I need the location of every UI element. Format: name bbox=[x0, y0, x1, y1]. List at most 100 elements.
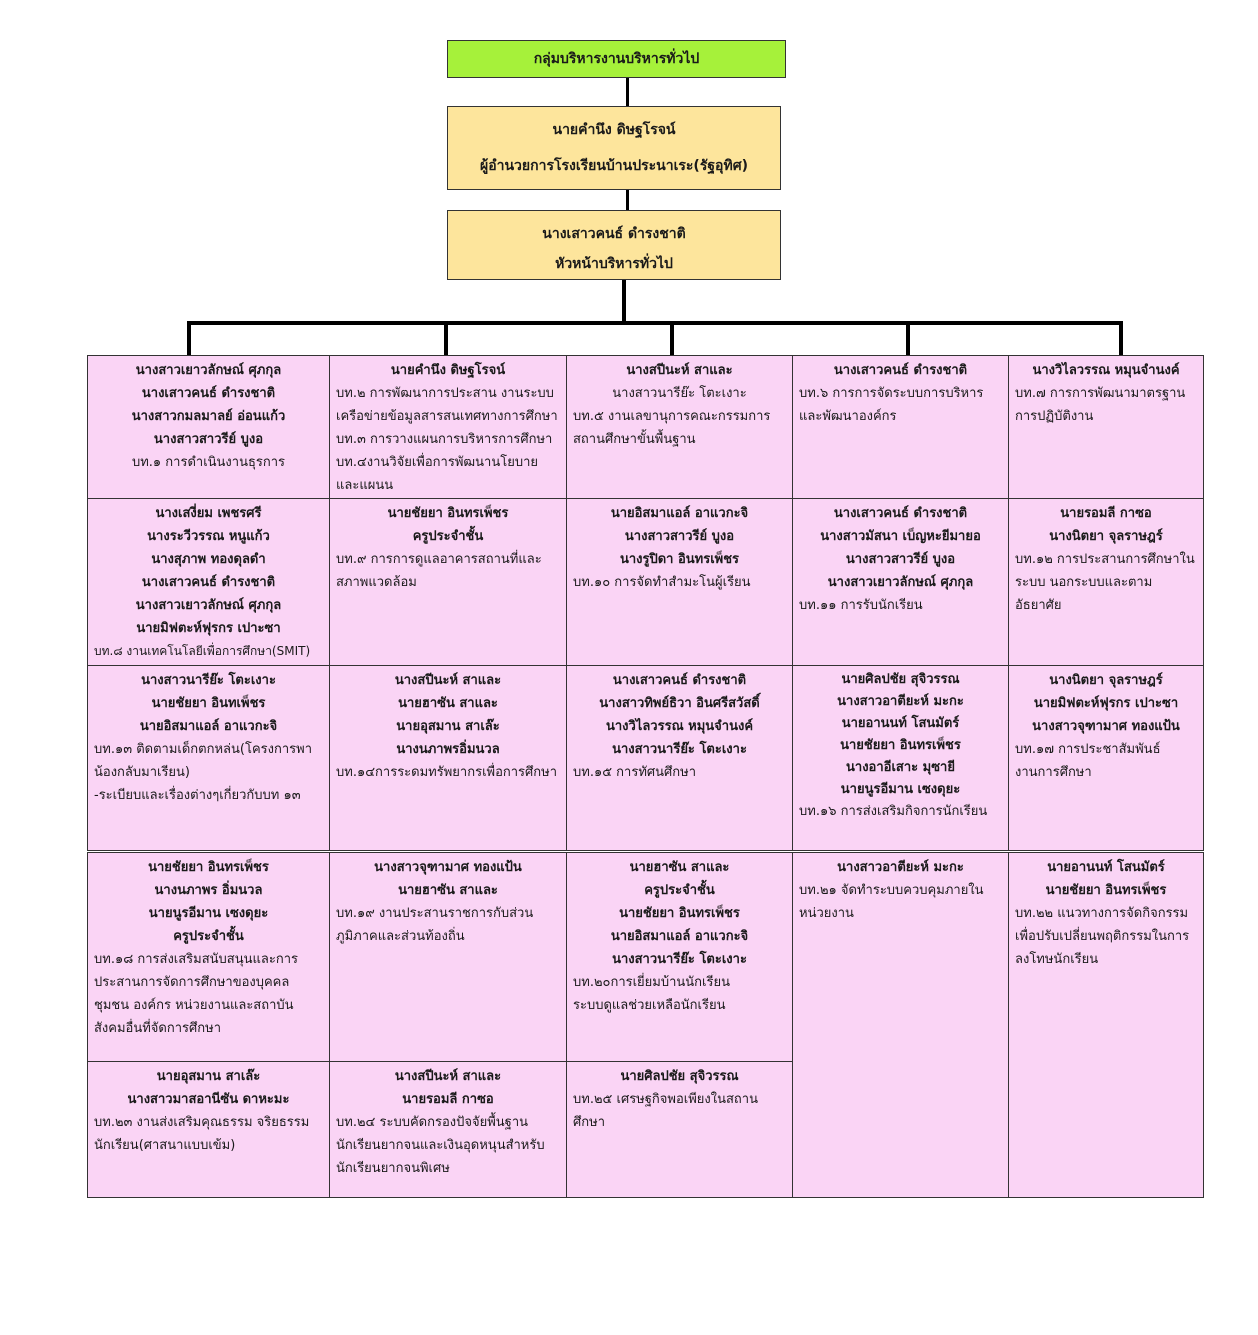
task-text: บท.๑๙ งานประสานราชการกับส่วนภูมิภาคและส่… bbox=[336, 906, 534, 944]
staff-name: นางสาวมาสอานีซัน ดาหะมะ bbox=[127, 1092, 290, 1107]
duty-cell: นายอุสมาน สาเล๊ะ นางสาวมาสอานีซัน ดาหะมะ… bbox=[87, 1061, 330, 1198]
staff-name: นางนภาพรอิ่มนวล bbox=[396, 742, 500, 757]
staff-name: นางนิตยา จุลราษฎร์ bbox=[1049, 673, 1163, 688]
staff-name: นายชัยยา อินทรเพ็ชร bbox=[148, 860, 269, 875]
task-text: บท.๑๐ การจัดทำสำมะโนผู้เรียน bbox=[573, 575, 751, 590]
staff-name: นายชัยยา อินทเพ็ชร bbox=[151, 696, 266, 711]
duty-cell: นางสปีนะห์ สาและ นายฮาซัน สาและ นายอุสมา… bbox=[329, 665, 567, 851]
staff-name: นายฮาซัน สาและ bbox=[398, 883, 498, 898]
staff-name: นางรูปิดา อินทรเพ็ชร bbox=[619, 552, 740, 567]
staff-name: ครูประจำชั้น bbox=[173, 929, 244, 944]
staff-name: นางสาวเยาวลักษณ์ ศุภกุล bbox=[827, 575, 974, 590]
staff-name: นางสาวนารีย๊ะ โตะเงาะ bbox=[612, 386, 747, 401]
task-text: บท.๗ การการพัฒนามาตรฐานการปฏิบัติงาน bbox=[1015, 386, 1186, 424]
duty-cell: นายคำนึง ดิษฐโรจน์ บท.๒ การพัฒนาการประสา… bbox=[329, 355, 567, 499]
staff-name: นางสปีนะห์ สาและ bbox=[394, 1069, 502, 1084]
duty-cell: นายรอมลี กาซอ นางนิตยา จุลราษฎร์ บท.๑๒ ก… bbox=[1008, 498, 1204, 666]
staff-name: นางสุภาพ ทองดุลดำ bbox=[151, 552, 266, 567]
staff-name: ครูประจำชั้น bbox=[644, 883, 715, 898]
branch-drop bbox=[444, 321, 448, 356]
task-text: บท.๑๔การระดมทรัพยากรเพื่อการศึกษา bbox=[336, 765, 558, 780]
task-text: บท.๑ การดำเนินงานธุรการ bbox=[131, 455, 286, 470]
duty-cell: นางสาวอาตียะห์ มะกะ บท.๒๑ จัดทำระบบควบคุ… bbox=[792, 852, 1009, 1198]
duty-cell: นางสปีนะห์ สาและ นายรอมลี กาซอ บท.๒๔ ระบ… bbox=[329, 1061, 567, 1198]
task-text: บท.๒๓ งานส่งเสริมคุณธรรม จริยธรรมนักเรีย… bbox=[94, 1115, 310, 1153]
staff-name: นางสาวจุฑามาศ ทองแป้น bbox=[1032, 719, 1180, 734]
staff-name: นายฮาซัน สาและ bbox=[629, 860, 730, 875]
connector-line bbox=[622, 280, 626, 322]
head-box: นางเสาวคนธ์ ดำรงชาติ หัวหน้าบริหารทั่วไป bbox=[447, 210, 781, 280]
duty-cell: นายศิลปชัย สุจิวรรณ นางสาวอาตียะห์ มะกะ … bbox=[792, 665, 1009, 851]
staff-name: นางเสาวคนธ์ ดำรงชาติ bbox=[833, 506, 968, 521]
duty-cell: นางวิไลวรรณ หมุนจำนงค์ บท.๗ การการพัฒนาม… bbox=[1008, 355, 1204, 499]
duty-cell: นายอานนท์ โสนมัตร์ นายชัยยา อินทรเพ็ชร บ… bbox=[1008, 852, 1204, 1198]
staff-name: นายมิฟตะห์ฟุรกร เปาะซา bbox=[136, 621, 281, 636]
staff-name: นางนภาพร อิ่มนวล bbox=[154, 883, 263, 898]
task-text: บท.๔งานวิจัยเพื่อการพัฒนานโยบายและแผนน bbox=[336, 455, 538, 493]
duty-cell: นายศิลปชัย สุจิวรรณ บท.๒๕ เศรษฐกิจพอเพีย… bbox=[566, 1061, 793, 1198]
staff-name: นายอิสมาแอล์ อาแวกะจิ bbox=[610, 929, 749, 944]
department-title: กลุ่มบริหารงานบริหารทั่วไป bbox=[533, 51, 700, 67]
staff-name: นางสาวนารีย๊ะ โตะเงาะ bbox=[612, 952, 747, 967]
staff-name: นางสปีนะห์ สาและ bbox=[626, 363, 733, 378]
task-text: บท.๖ การการจัดระบบการบริหารและพัฒนาองค์ก… bbox=[799, 386, 984, 424]
duty-cell: นางสาวนารีย๊ะ โตะเงาะ นายชัยยา อินทเพ็ชร… bbox=[87, 665, 330, 851]
staff-name: นายชัยยา อินทรเพ็ชร bbox=[619, 906, 740, 921]
staff-name: นายอุสมาน สาเล๊ะ bbox=[396, 719, 500, 734]
staff-name: นางสาวนารีย๊ะ โตะเงาะ bbox=[612, 742, 747, 757]
task-text: บท.๕ งานเลขานุการคณะกรรมการสถานศึกษาขั้น… bbox=[573, 409, 771, 447]
staff-name: นายรอมลี กาซอ bbox=[402, 1092, 494, 1107]
connector-line bbox=[626, 78, 629, 106]
task-text: บท.๑๑ การรับนักเรียน bbox=[799, 598, 923, 613]
staff-name: นางสาวทิพย์ธิวา อินศรีสวัสดิ์ bbox=[599, 696, 760, 711]
duty-cell: นางสาวเยาวลักษณ์ ศุภกุล นางเสาวคนธ์ ดำรง… bbox=[87, 355, 330, 499]
duty-cell: นางนิตยา จุลราษฎร์ นายมิฟตะห์ฟุรกร เปาะซ… bbox=[1008, 665, 1204, 851]
staff-name: นายศิลปชัย สุจิวรรณ bbox=[841, 672, 960, 687]
staff-name: นางเสงี่ยม เพชรศรี bbox=[155, 506, 262, 521]
task-text: บท.๒๕ เศรษฐกิจพอเพียงในสถานศึกษา bbox=[573, 1092, 758, 1130]
branch-drop bbox=[670, 321, 674, 356]
duty-cell: นางสปีนะห์ สาและ นางสาวนารีย๊ะ โตะเงาะ บ… bbox=[566, 355, 793, 499]
connector-line bbox=[626, 190, 629, 210]
staff-name: นางสาวมัสนา เบ็ญหะยีมายอ bbox=[820, 529, 981, 544]
duty-cell: นางเสาวคนธ์ ดำรงชาติ นางสาวมัสนา เบ็ญหะย… bbox=[792, 498, 1009, 666]
staff-name: นายอิสมาแอล์ อาแวกะจิ bbox=[610, 506, 749, 521]
staff-name: นายนูรอีมาน เซงดุยะ bbox=[840, 782, 961, 797]
staff-name: นายศิลปชัย สุจิวรรณ bbox=[620, 1069, 739, 1084]
staff-name: นางสาวกมลมาลย์ อ่อนแก้ว bbox=[131, 409, 286, 424]
task-text: บท.๒๑ จัดทำระบบควบคุมภายในหน่วยงาน bbox=[799, 883, 984, 921]
branch-drop bbox=[906, 321, 910, 356]
director-box: นายคำนึง ดิษฐโรจน์ ผู้อำนวยการโรงเรียนบ้… bbox=[447, 106, 781, 190]
task-text: บท.๑๕ การทัศนศึกษา bbox=[573, 765, 697, 780]
staff-name: นางเสาวคนธ์ ดำรงชาติ bbox=[833, 363, 968, 378]
staff-name: นายฮาซัน สาและ bbox=[398, 696, 498, 711]
task-text: บท.๑๘ การส่งเสริมสนับสนุนและการประสานการ… bbox=[94, 952, 298, 1036]
staff-name: นางอาอีเสาะ มุซายี bbox=[846, 760, 955, 775]
staff-name: นางสาวเยาวลักษณ์ ศุภกุล bbox=[135, 598, 282, 613]
staff-name: นางนิตยา จุลราษฎร์ bbox=[1049, 529, 1163, 544]
branch-drop bbox=[187, 321, 191, 356]
task-text: บท.๙ การการดูแลอาคารสถานที่และสภาพแวดล้อ… bbox=[336, 552, 542, 590]
duty-cell: นางเสงี่ยม เพชรศรี นางระวีวรรณ หนูแก้ว น… bbox=[87, 498, 330, 666]
task-text: บท.๘ งานเทคโนโลยีเพื่อการศึกษา(SMIT) bbox=[94, 644, 311, 658]
staff-name: ครูประจำชั้น bbox=[412, 529, 484, 544]
staff-name: นางสาวสาวรีย์ บูงอ bbox=[153, 432, 264, 447]
staff-name: นางระวีวรรณ หนูแก้ว bbox=[147, 529, 270, 544]
staff-name: นางสาวอาตียะห์ มะกะ bbox=[837, 860, 964, 875]
staff-name: นายอุสมาน สาเล๊ะ bbox=[156, 1069, 261, 1084]
task-text: บท.๒๒ แนวทางการจัดกิจกรรมเพื่อปรับเปลี่ย… bbox=[1015, 906, 1190, 967]
staff-name: นางสาวสาวรีย์ บูงอ bbox=[624, 529, 735, 544]
staff-name: นายรอมลี กาซอ bbox=[1060, 506, 1152, 521]
duty-cell: นายอิสมาแอล์ อาแวกะจิ นางสาวสาวรีย์ บูงอ… bbox=[566, 498, 793, 666]
task-text: ระบบดูแลช่วยเหลือนักเรียน bbox=[573, 998, 726, 1013]
staff-name: นายนูรอีมาน เซงดุยะ bbox=[148, 906, 269, 921]
staff-name: นายชัยยา อินทรเพ็ชร bbox=[1045, 883, 1167, 898]
staff-name: นายอานนท์ โสนมัตร์ bbox=[841, 716, 960, 731]
duty-cell: นายชัยยา อินทรเพ็ชร นางนภาพร อิ่มนวล นาย… bbox=[87, 852, 330, 1062]
task-text: บท.๑๓ ติดตามเด็กตกหล่น(โครงการพาน้องกลับ… bbox=[94, 742, 313, 780]
staff-name: นางวิไลวรรณ หมุนจำนงค์ bbox=[605, 719, 754, 734]
task-text: บท.๒๔ ระบบคัดกรองปัจจัยพื้นฐานนักเรียนยา… bbox=[336, 1115, 545, 1176]
staff-name: นางเสาวคนธ์ ดำรงชาติ bbox=[612, 673, 747, 688]
branch-line bbox=[187, 321, 1123, 325]
staff-name: นางสาวนารีย๊ะ โตะเงาะ bbox=[141, 673, 276, 688]
